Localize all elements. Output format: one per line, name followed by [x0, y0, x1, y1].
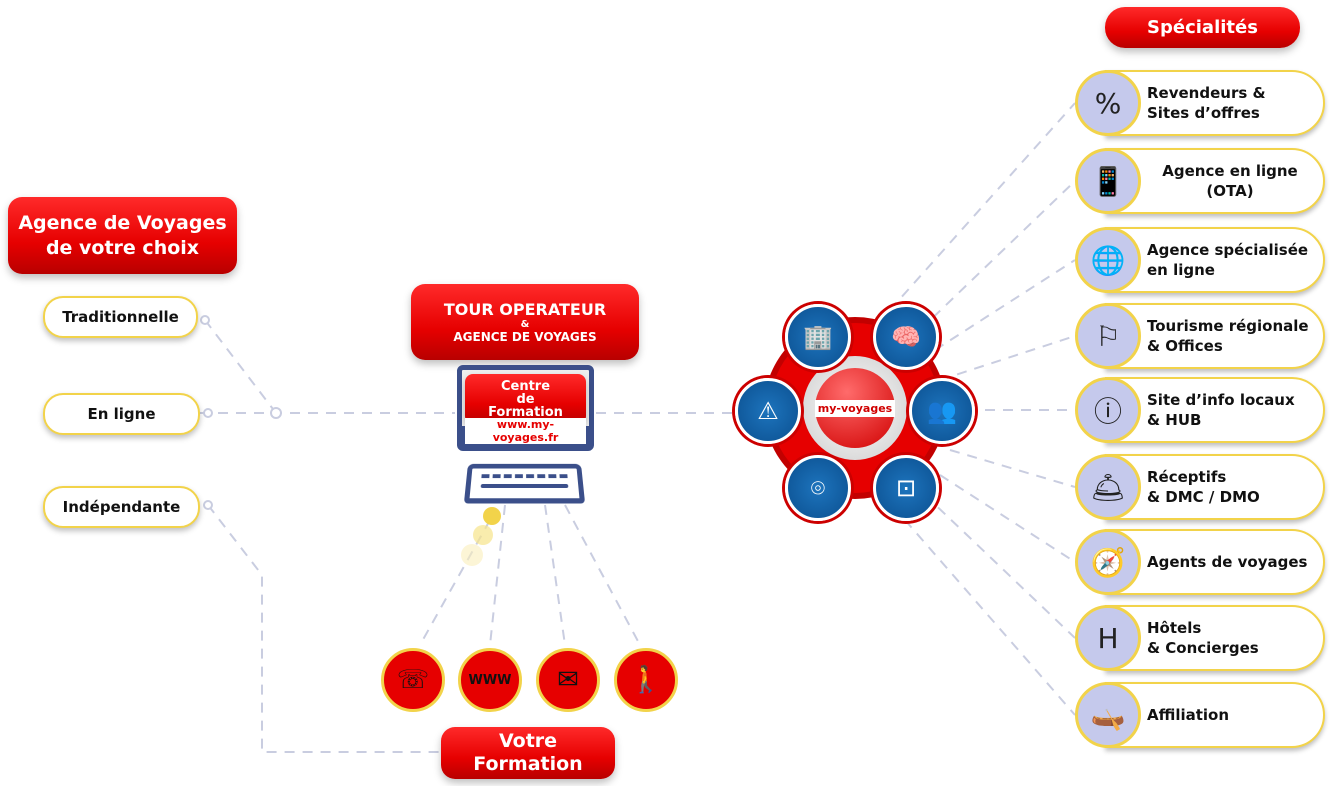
item-line: & HUB	[1147, 410, 1295, 430]
brain-icon[interactable]: 🧠	[873, 304, 939, 370]
info-icon: ⓘ	[1075, 377, 1141, 443]
item-line: & Offices	[1147, 336, 1309, 356]
screen-line: de	[516, 393, 534, 406]
mail-icon[interactable]: ✉	[536, 648, 600, 712]
users-icon[interactable]: 👥	[909, 378, 975, 444]
item-line: Sites d’offres	[1147, 103, 1266, 123]
agency-choice-title: Agence de Voyages de votre choix	[8, 197, 237, 274]
option-independante[interactable]: Indépendante	[43, 486, 200, 528]
specialty-item[interactable]: ⚐ Tourisme régionale& Offices	[1075, 303, 1325, 369]
reception-icon: 🛎	[1075, 454, 1141, 520]
specialty-item[interactable]: H Hôtels& Concierges	[1075, 605, 1325, 671]
specialites-title: Spécialités	[1105, 7, 1300, 48]
traveler-icon: 🧭	[1075, 529, 1141, 595]
building-icon[interactable]: 🏢	[785, 304, 851, 370]
screen-line: Formation	[488, 406, 563, 419]
location-pin-icon[interactable]: ⌾	[785, 455, 851, 521]
specialty-item[interactable]: 🛶 Affiliation	[1075, 682, 1325, 748]
option-traditionnelle[interactable]: Traditionnelle	[43, 296, 198, 338]
globe-user-icon: 🌐	[1075, 227, 1141, 293]
item-line: Affiliation	[1147, 705, 1229, 725]
title-line: Agence de Voyages	[18, 211, 226, 236]
item-line: Agence spécialisée	[1147, 240, 1308, 260]
keyboard-icon	[464, 464, 585, 504]
option-en-ligne[interactable]: En ligne	[43, 393, 200, 435]
item-line: & DMC / DMO	[1147, 487, 1260, 507]
item-line: Agents de voyages	[1147, 552, 1307, 572]
formation-line: Formation	[473, 753, 582, 776]
item-line: Agence en ligne	[1162, 161, 1297, 181]
road-sign-icon[interactable]: ⚠	[735, 378, 801, 444]
specialty-item[interactable]: 📱 Agence en ligne(OTA)	[1075, 148, 1325, 214]
item-line: Hôtels	[1147, 618, 1259, 638]
phone-icon[interactable]: ☏	[381, 648, 445, 712]
www-icon[interactable]: WWW	[458, 648, 522, 712]
item-line: en ligne	[1147, 260, 1308, 280]
training-center-label: Centre de Formation	[465, 374, 586, 424]
hotel-icon: H	[1075, 605, 1141, 671]
website-url[interactable]: www.my-voyages.fr	[465, 418, 586, 444]
walking-icon[interactable]: 🚶	[614, 648, 678, 712]
mobile-flight-icon: 📱	[1075, 148, 1141, 214]
specialty-item[interactable]: 🌐 Agence spécialiséeen ligne	[1075, 227, 1325, 293]
specialty-item[interactable]: ⓘ Site d’info locaux& HUB	[1075, 377, 1325, 443]
votre-formation-box: Votre Formation	[441, 727, 615, 779]
to-line1: TOUR OPERATEUR	[444, 300, 606, 319]
ticket-percent-icon: %	[1075, 70, 1141, 136]
formation-line: Votre	[499, 730, 557, 753]
specialty-item[interactable]: 🧭 Agents de voyages	[1075, 529, 1325, 595]
screen-line: Centre	[501, 380, 550, 393]
hub-logo-label: my-voyages	[815, 400, 895, 417]
teacher-icon[interactable]: ⊡	[873, 455, 939, 521]
item-line: Site d’info locaux	[1147, 390, 1295, 410]
item-line: Tourisme régionale	[1147, 316, 1309, 336]
specialty-item[interactable]: 🛎 Réceptifs& DMC / DMO	[1075, 454, 1325, 520]
to-amp: &	[521, 319, 530, 330]
item-line: (OTA)	[1162, 181, 1297, 201]
item-line: & Concierges	[1147, 638, 1259, 658]
kayak-icon: 🛶	[1075, 682, 1141, 748]
flag-icon: ⚐	[1075, 303, 1141, 369]
specialty-item[interactable]: % Revendeurs &Sites d’offres	[1075, 70, 1325, 136]
to-line2: AGENCE DE VOYAGES	[453, 330, 596, 344]
item-line: Revendeurs &	[1147, 83, 1266, 103]
tour-operator-box: TOUR OPERATEUR & AGENCE DE VOYAGES	[411, 284, 639, 360]
monitor: Centre de Formation www.my-voyages.fr	[457, 365, 594, 451]
hub-center[interactable]: my-voyages	[803, 356, 907, 460]
item-line: Réceptifs	[1147, 467, 1260, 487]
title-line: de votre choix	[46, 236, 199, 261]
